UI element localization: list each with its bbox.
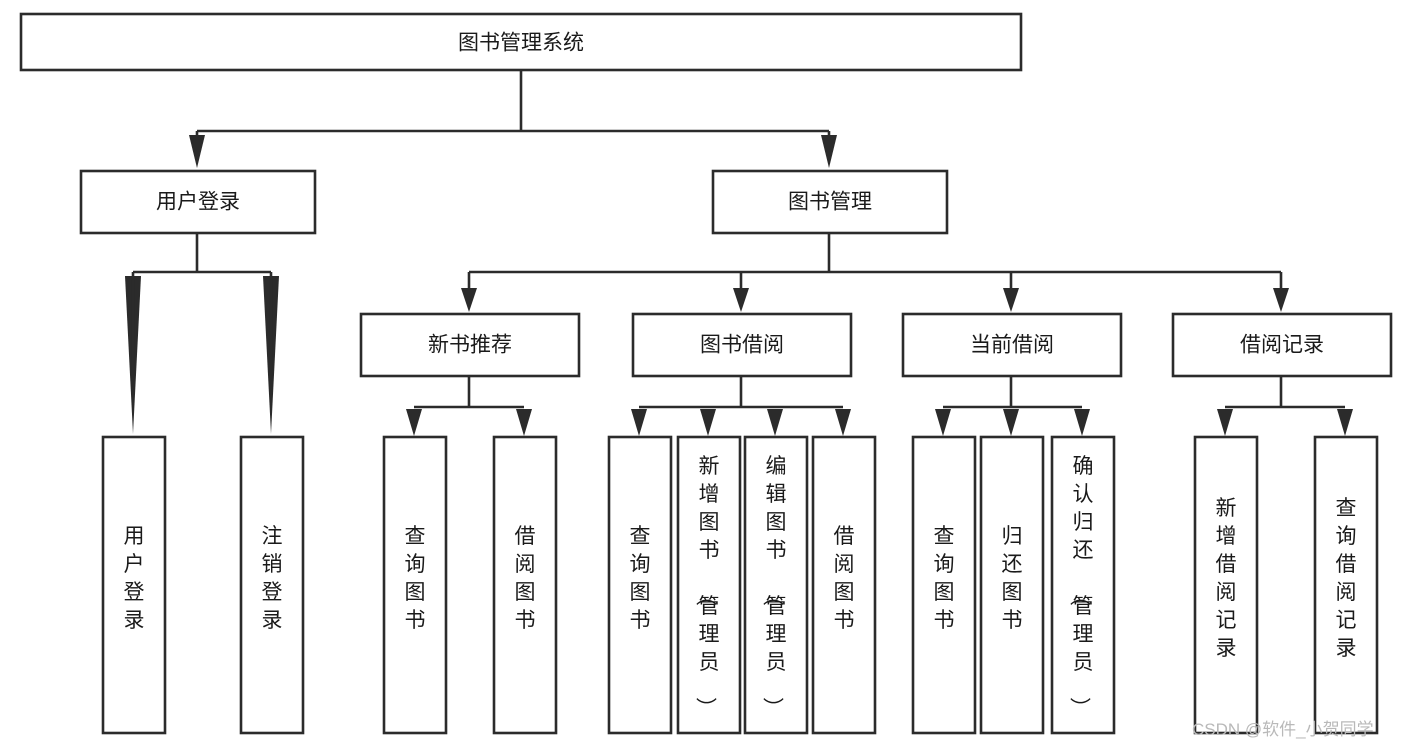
node-leaf-user-login-label: 用户登录 — [124, 525, 145, 632]
arrowhead-to-book-borrow — [733, 288, 749, 312]
node-leaf-logout-box[interactable] — [239, 435, 305, 735]
node-borrow-record-box[interactable] — [1171, 312, 1393, 378]
node-user-login-label: 用户登录 — [156, 191, 240, 214]
arrowhead-to-current-borrow — [1003, 288, 1019, 312]
node-leaf-add-record[interactable]: 新增借阅记录 — [1193, 435, 1259, 735]
node-leaf-return-book-box[interactable] — [979, 435, 1045, 735]
node-leaf-add-book-box[interactable] — [676, 435, 742, 735]
arrowhead-cb-2 — [1003, 409, 1019, 436]
arrowhead-br-2 — [1337, 409, 1353, 436]
node-book-manage-box[interactable] — [711, 169, 949, 235]
node-book-manage[interactable]: 图书管理 — [711, 169, 949, 235]
node-new-book-recommend-box[interactable] — [359, 312, 581, 378]
node-leaf-edit-book-label: 编辑图书（管理员） — [761, 455, 787, 718]
node-leaf-confirm-return[interactable]: 确认归还（管理员） — [1050, 435, 1116, 735]
node-borrow-record-label: 借阅记录 — [1240, 334, 1324, 357]
node-leaf-confirm-return-label: 确认归还（管理员） — [1068, 455, 1094, 718]
node-leaf-user-login-box[interactable] — [101, 435, 167, 735]
node-current-borrow-label: 当前借阅 — [970, 334, 1054, 357]
node-user-login-box[interactable] — [79, 169, 317, 235]
node-leaf-query-book-2-label: 查询图书 — [630, 525, 651, 632]
node-book-borrow-label: 图书借阅 — [700, 334, 784, 357]
csdn-watermark: CSDN @软件_小贺同学 — [1192, 720, 1374, 739]
node-leaf-borrow-book-2-label: 借阅图书 — [834, 525, 855, 632]
arrowhead-to-new-book-recommend — [461, 288, 477, 312]
arrowhead-bb-4 — [835, 409, 851, 436]
node-leaf-query-book-2-box[interactable] — [607, 435, 673, 735]
node-leaf-add-book[interactable]: 新增图书（管理员） — [676, 435, 742, 735]
node-leaf-query-book-1-box[interactable] — [382, 435, 448, 735]
node-leaf-borrow-book-1-box[interactable] — [492, 435, 558, 735]
node-leaf-add-book-label: 新增图书（管理员） — [694, 455, 720, 718]
arrowhead-to-user-login — [189, 135, 205, 168]
node-leaf-confirm-return-box[interactable] — [1050, 435, 1116, 735]
arrowhead-to-book-manage — [821, 135, 837, 168]
node-book-borrow-box[interactable] — [631, 312, 853, 378]
connector-group-borrow-record — [1217, 376, 1353, 436]
node-leaf-borrow-book-2[interactable]: 借阅图书 — [811, 435, 877, 735]
node-leaf-borrow-book-2-box[interactable] — [811, 435, 877, 735]
node-leaf-borrow-book-1-label: 借阅图书 — [515, 525, 536, 632]
connector-group-root — [189, 70, 837, 168]
node-root-label: 图书管理系统 — [458, 32, 584, 55]
arrowhead-bb-2 — [700, 409, 716, 436]
node-leaf-return-book-label: 归还图书 — [1002, 525, 1023, 632]
node-leaf-borrow-book-1[interactable]: 借阅图书 — [492, 435, 558, 735]
arrowhead-to-borrow-record — [1273, 288, 1289, 312]
arrowhead-cb-1 — [935, 409, 951, 436]
node-leaf-logout[interactable]: 注销登录 — [239, 435, 305, 735]
node-leaf-query-book-3-label: 查询图书 — [934, 525, 955, 632]
node-leaf-add-record-box[interactable] — [1193, 435, 1259, 735]
node-root-box[interactable] — [19, 12, 1023, 72]
node-leaf-edit-book-box[interactable] — [743, 435, 809, 735]
arrowhead-br-1 — [1217, 409, 1233, 436]
arrowhead-nbr-2 — [516, 409, 532, 436]
arrowhead-bb-1 — [631, 409, 647, 436]
arrowhead-cb-3 — [1074, 409, 1090, 436]
node-user-login[interactable]: 用户登录 — [79, 169, 317, 235]
arrowhead-nbr-1 — [406, 409, 422, 436]
node-book-borrow[interactable]: 图书借阅 — [631, 312, 853, 378]
node-leaf-query-book-1[interactable]: 查询图书 — [382, 435, 448, 735]
connector-group-user-login — [125, 233, 279, 434]
connector-group-book-borrow — [631, 376, 851, 436]
node-leaf-query-book-1-label: 查询图书 — [405, 525, 426, 632]
node-leaf-query-record-box[interactable] — [1313, 435, 1379, 735]
node-leaf-add-record-label: 新增借阅记录 — [1216, 497, 1237, 660]
node-borrow-record[interactable]: 借阅记录 — [1171, 312, 1393, 378]
node-leaf-query-book-3-box[interactable] — [911, 435, 977, 735]
arrowhead-bb-3 — [767, 409, 783, 436]
node-book-manage-label: 图书管理 — [788, 191, 872, 214]
connector-group-new-book-recommend — [406, 376, 532, 436]
node-leaf-return-book[interactable]: 归还图书 — [979, 435, 1045, 735]
node-current-borrow[interactable]: 当前借阅 — [901, 312, 1123, 378]
node-leaf-user-login[interactable]: 用户登录 — [101, 435, 167, 735]
node-leaf-query-record-label: 查询借阅记录 — [1336, 497, 1357, 660]
node-leaf-query-book-2[interactable]: 查询图书 — [607, 435, 673, 735]
node-current-borrow-box[interactable] — [901, 312, 1123, 378]
node-new-book-recommend-label: 新书推荐 — [428, 334, 512, 357]
node-leaf-logout-label: 注销登录 — [262, 525, 283, 632]
connector-group-book-manage — [461, 233, 1289, 312]
node-leaf-edit-book[interactable]: 编辑图书（管理员） — [743, 435, 809, 735]
node-root[interactable]: 图书管理系统 — [19, 12, 1023, 72]
node-leaf-query-book-3[interactable]: 查询图书 — [911, 435, 977, 735]
node-new-book-recommend[interactable]: 新书推荐 — [359, 312, 581, 378]
node-leaf-query-record[interactable]: 查询借阅记录 — [1313, 435, 1379, 735]
connector-group-current-borrow — [935, 376, 1090, 436]
